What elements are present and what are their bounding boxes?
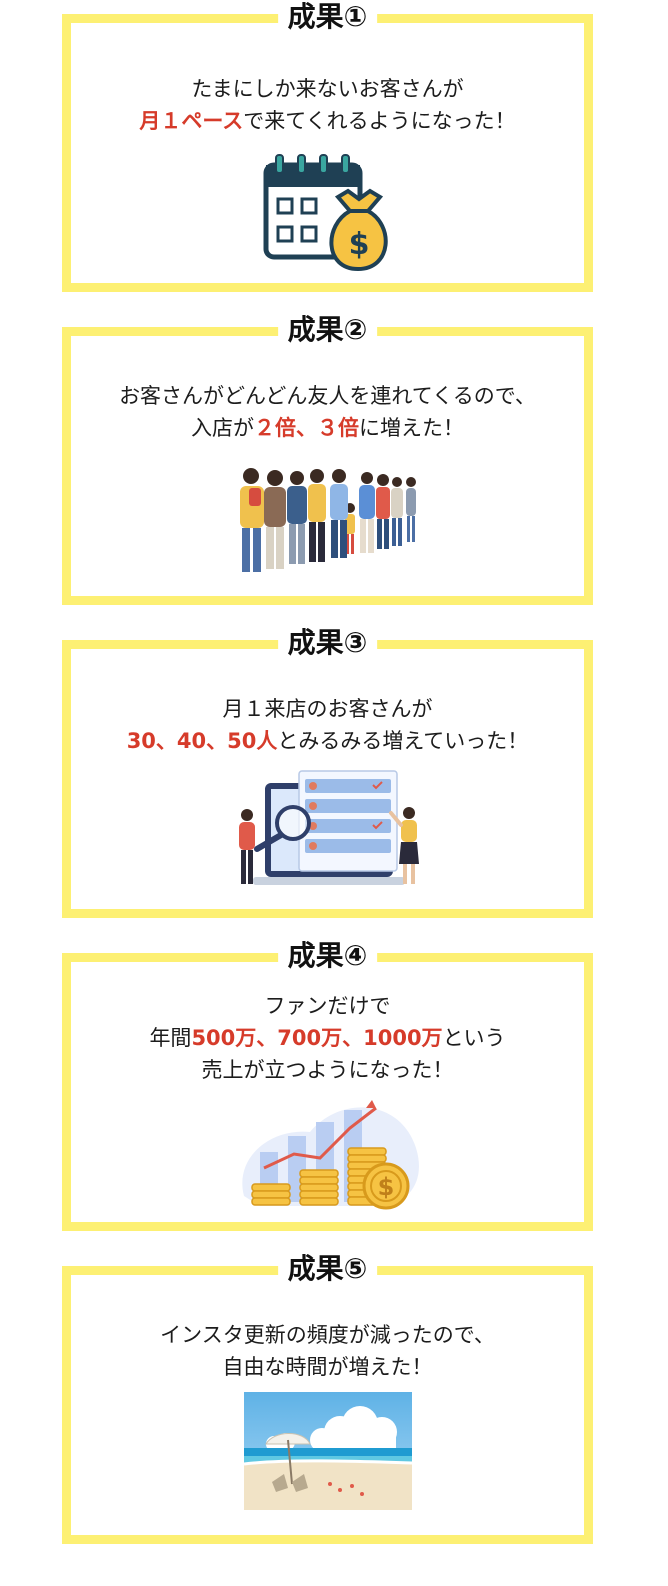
text-line: 月１ペースで来てくれるようになった！ [71,105,584,137]
card-text: たまにしか来ないお客さんが 月１ペースで来てくれるようになった！ [71,73,584,137]
text-line: インスタ更新の頻度が減ったので、 [71,1319,584,1351]
crowd-queue-illustration [239,468,416,572]
text-segment: ファンだけで [264,994,391,1018]
text-line: 入店が２倍、３倍に増えた！ [71,412,584,444]
card-text: インスタ更新の頻度が減ったので、 自由な時間が増えた！ [71,1319,584,1383]
text-segment: 売上が立つようになった！ [201,1058,454,1082]
text-segment: という [442,1026,506,1050]
text-segment: 自由な時間が増えた！ [222,1355,433,1379]
text-line: 自由な時間が増えた！ [71,1351,584,1383]
text-segment: インスタ更新の頻度が減ったので、 [160,1323,495,1347]
highlight-text: 500万、700万、1000万 [191,1026,443,1050]
text-line: お客さんがどんどん友人を連れてくるので、 [71,380,584,412]
text-segment: とみるみる増えていった！ [277,729,529,753]
calendar-money-bag-icon: $ [263,154,388,272]
result-card-4: 成果④ ファンだけで 年間500万、700万、1000万という 売上が立つように… [62,936,593,1231]
text-segment: 年間 [149,1026,192,1050]
card-title: 成果② [277,310,378,350]
text-segment: で来てくれるようになった！ [243,109,516,133]
card-text: ファンだけで 年間500万、700万、1000万という 売上が立つようになった！ [71,990,584,1086]
card-title: 成果⑤ [277,1249,378,1289]
text-line: 月１来店のお客さんが [71,693,584,725]
card-title: 成果③ [277,623,378,663]
text-segment: お客さんがどんどん友人を連れてくるので、 [119,384,536,408]
result-card-5: 成果⑤ インスタ更新の頻度が減ったので、 自由な時間が増えた！ [62,1249,593,1544]
text-segment: 入店が [191,416,254,440]
card-text: お客さんがどんどん友人を連れてくるので、 入店が２倍、３倍に増えた！ [71,380,584,444]
text-line: ファンだけで [71,990,584,1022]
card-text: 月１来店のお客さんが 30、40、50人とみるみる増えていった！ [71,693,584,757]
highlight-text: 30、40、50人 [126,729,278,753]
card-title: 成果① [277,0,378,37]
highlight-text: 月１ペース [139,109,244,133]
text-segment: に増えた！ [359,416,464,440]
text-line: 年間500万、700万、1000万という [71,1022,584,1054]
svg-text:$: $ [348,227,369,262]
svg-text:$: $ [377,1173,394,1201]
text-line: 30、40、50人とみるみる増えていった！ [71,725,584,757]
text-line: 売上が立つようになった！ [71,1054,584,1086]
highlight-text: ２倍、３倍 [254,416,359,440]
card-title: 成果④ [277,936,378,976]
beach-photo [243,1392,412,1510]
result-card-1: 成果① たまにしか来ないお客さんが 月１ペースで来てくれるようになった！ $ [62,0,593,292]
text-segment: たまにしか来ないお客さんが [191,77,464,101]
result-card-3: 成果③ 月１来店のお客さんが 30、40、50人とみるみる増えていった！ [62,623,593,918]
customer-list-magnifier-illustration [238,770,419,885]
coin-growth-chart-illustration: $ [241,1100,419,1210]
text-segment: 月１来店のお客さんが [222,697,433,721]
text-line: たまにしか来ないお客さんが [71,73,584,105]
result-card-2: 成果② お客さんがどんどん友人を連れてくるので、 入店が２倍、３倍に増えた！ [62,310,593,605]
